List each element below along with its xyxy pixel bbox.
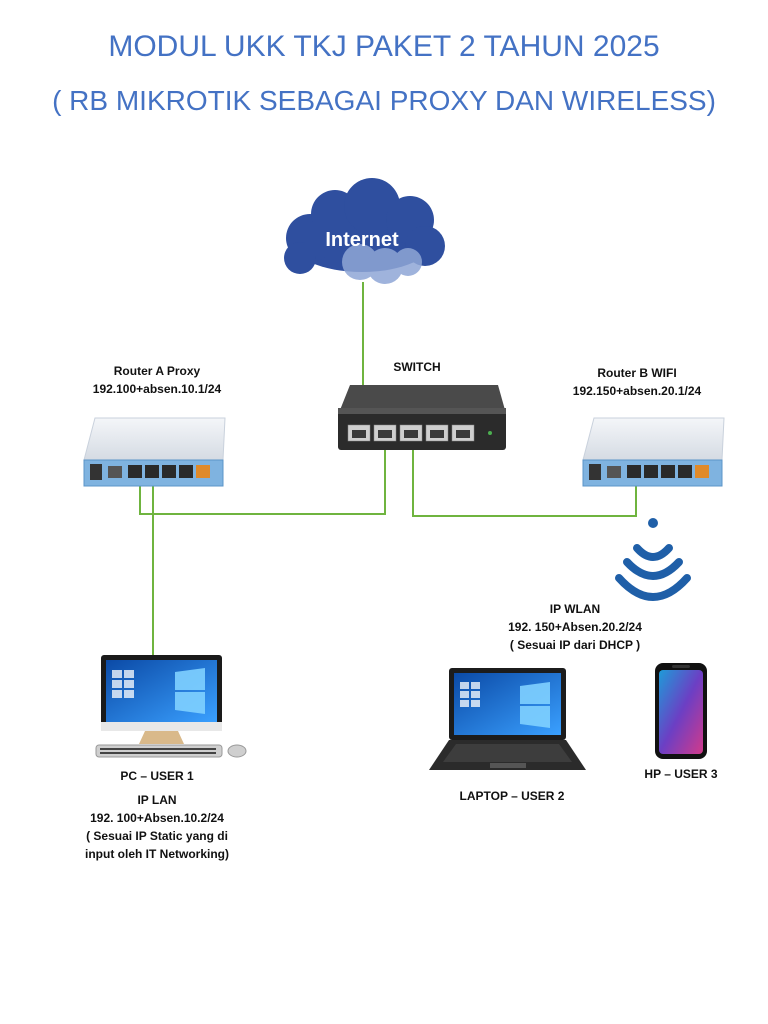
switch-label: SWITCH <box>393 360 441 374</box>
router-a-icon <box>83 417 226 487</box>
router-b-ip: 192.150+absen.20.1/24 <box>572 384 702 398</box>
cables <box>139 282 637 658</box>
phone-icon <box>655 663 707 759</box>
page-subtitle: ( RB MIKROTIK SEBAGAI PROXY DAN WIRELESS… <box>52 85 716 116</box>
phone-label: HP – USER 3 <box>644 767 718 781</box>
pc-note-2: input oleh IT Networking) <box>85 847 229 861</box>
laptop-label: LAPTOP – USER 2 <box>459 789 565 803</box>
laptop-icon <box>429 668 586 770</box>
switch-icon <box>338 385 506 450</box>
pc-ip: 192. 100+Absen.10.2/24 <box>90 811 224 825</box>
wlan-note: ( Sesuai IP dari DHCP ) <box>509 638 641 652</box>
router-b-name: Router B WIFI <box>597 366 677 380</box>
pc-icon <box>95 655 247 758</box>
router-a-name: Router A Proxy <box>113 364 201 378</box>
wifi-icon <box>615 518 691 601</box>
wlan-title: IP WLAN <box>549 602 601 616</box>
page-title: MODUL UKK TKJ PAKET 2 TAHUN 2025 <box>108 30 660 63</box>
router-a-ip: 192.100+absen.10.1/24 <box>92 382 222 396</box>
pc-name: PC – USER 1 <box>120 769 194 783</box>
router-b-icon <box>582 417 725 487</box>
internet-cloud-icon: Internet <box>284 178 445 284</box>
internet-label: Internet <box>325 229 399 251</box>
wlan-ip: 192. 150+Absen.20.2/24 <box>508 620 642 634</box>
pc-note-1: ( Sesuai IP Static yang di <box>86 829 228 843</box>
cable-switch-router-a <box>139 440 386 515</box>
cable-switch-router-b <box>412 440 637 517</box>
pc-ip-title: IP LAN <box>137 793 177 807</box>
